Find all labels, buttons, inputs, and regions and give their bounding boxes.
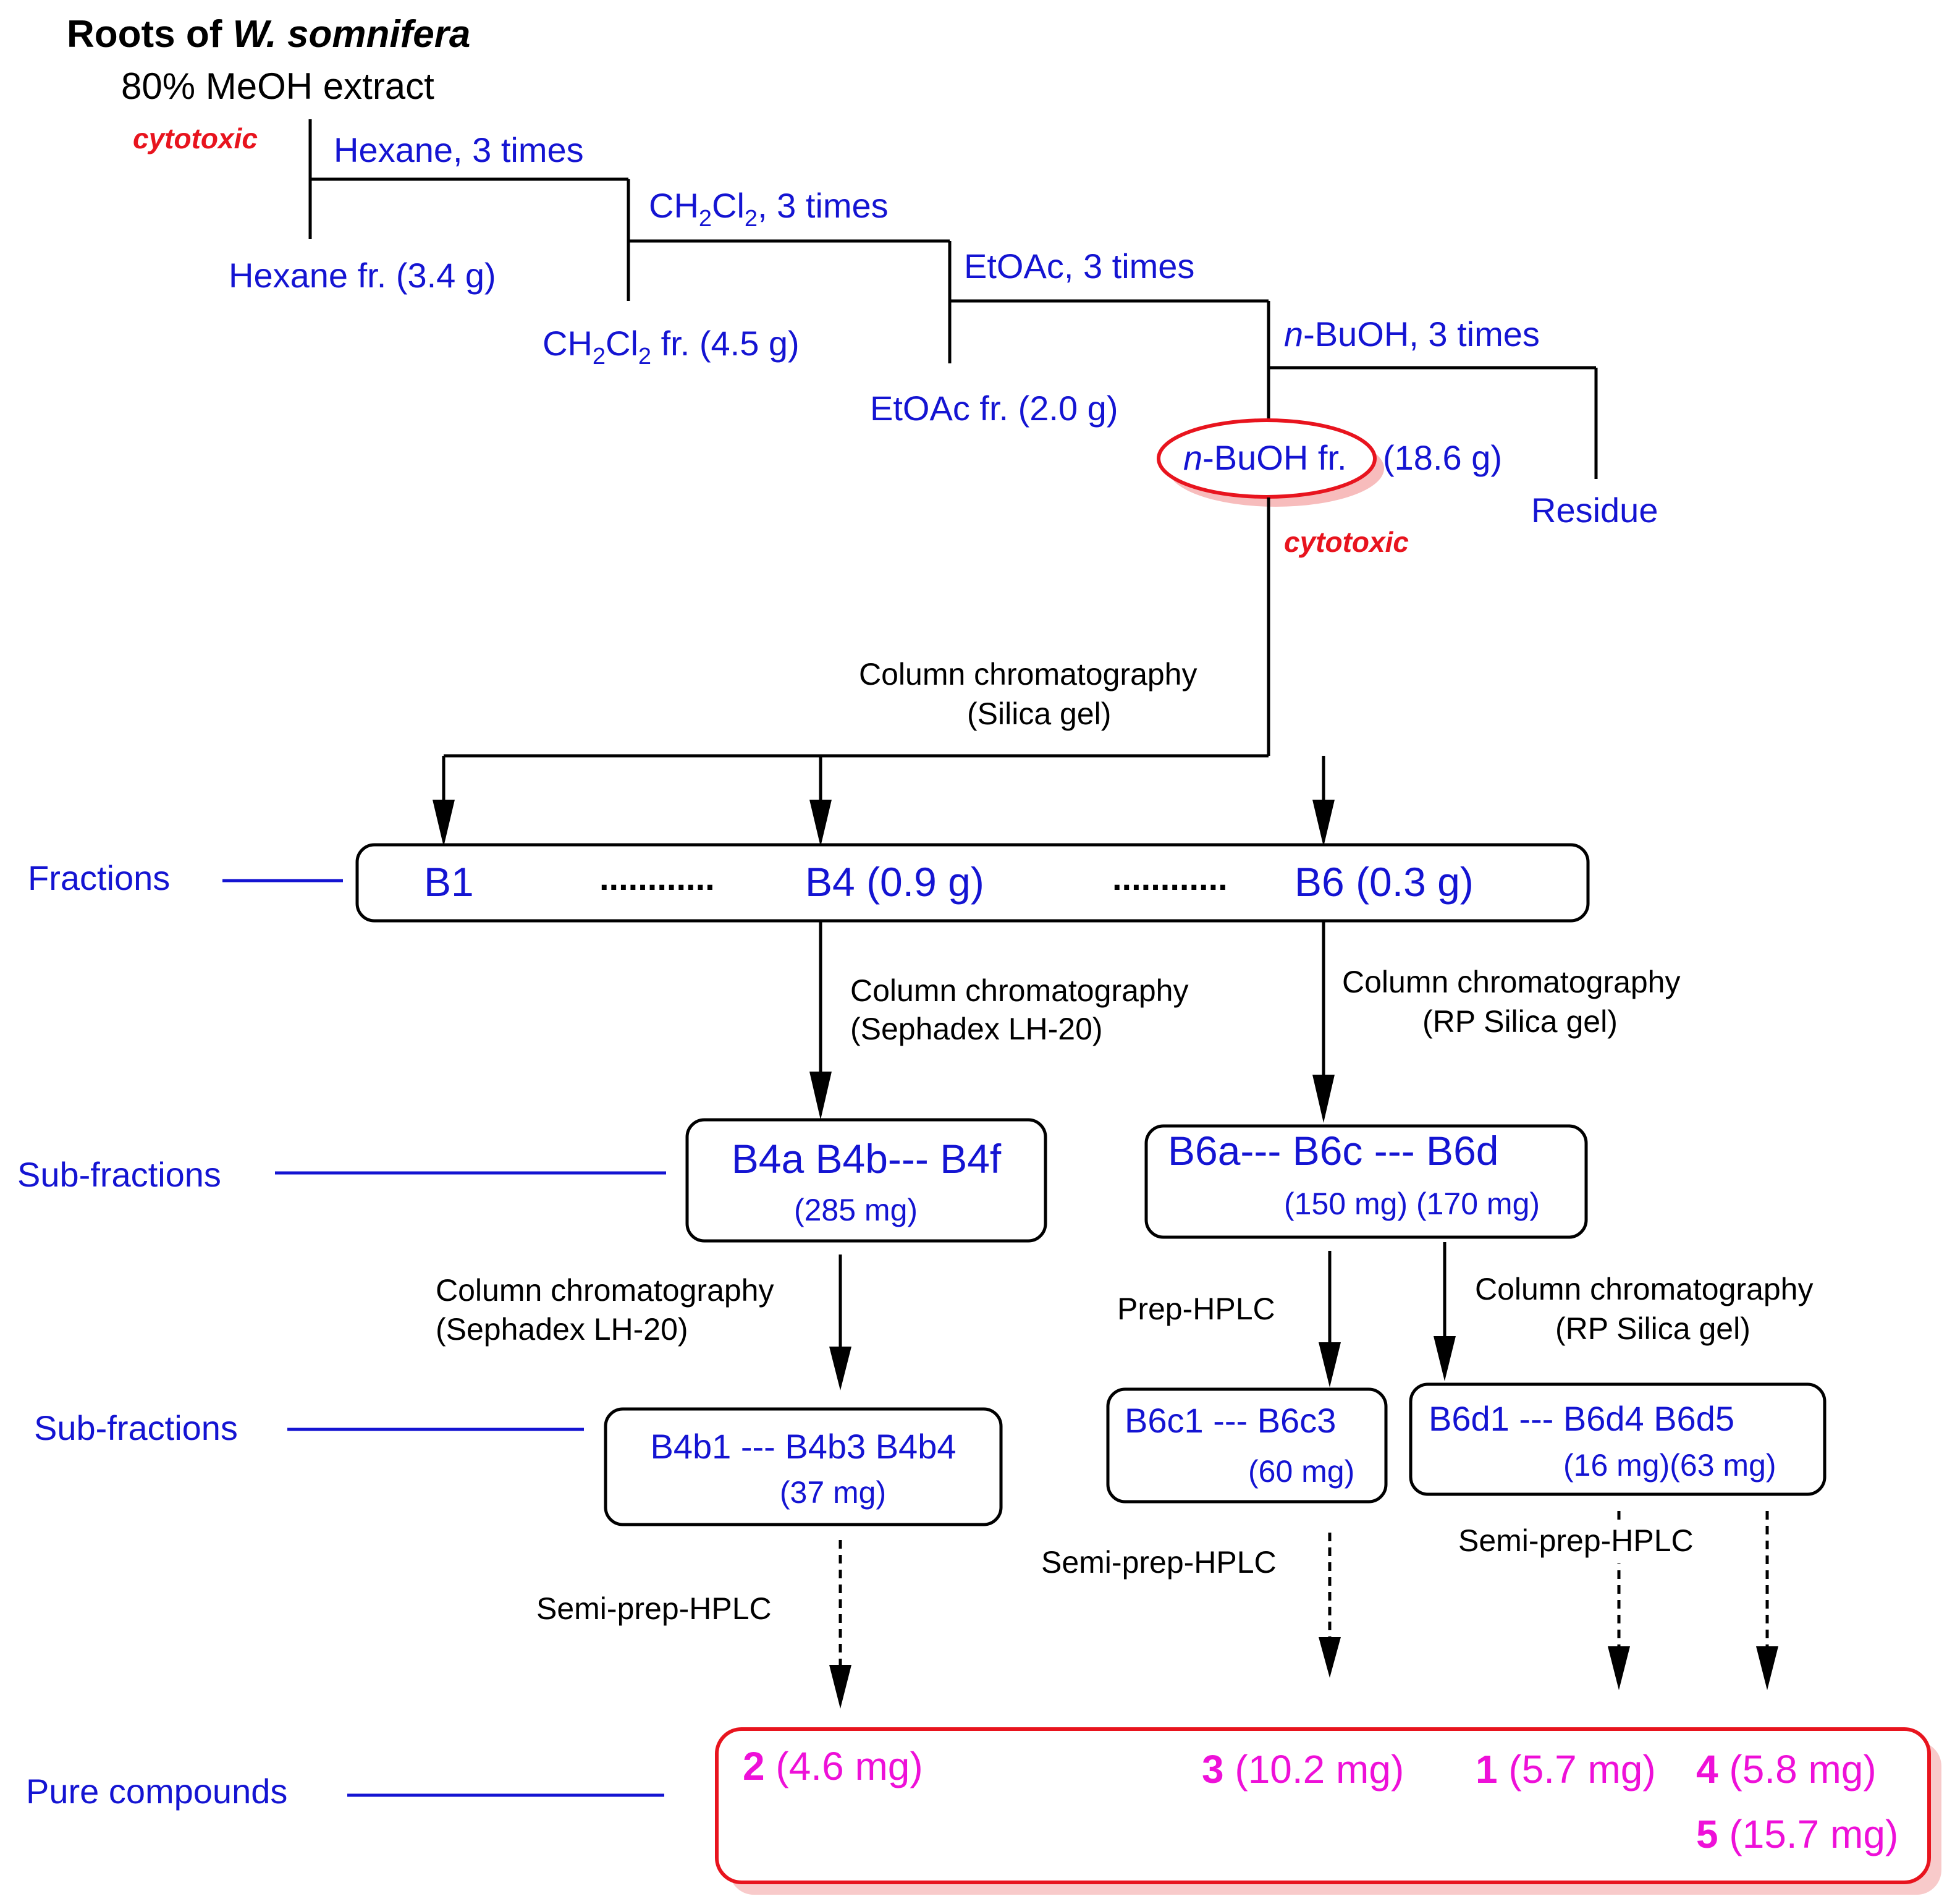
buoh-fraction: n-BuOH fr. — [1183, 438, 1347, 477]
ch2cl2-fraction: CH2Cl2 fr. (4.5 g) — [543, 324, 800, 370]
step-silica-line2: (Silica gel) — [967, 696, 1111, 731]
etoac-step: EtOAc, 3 times — [964, 247, 1194, 286]
compound-4: 4 (5.8 mg) — [1696, 1747, 1877, 1792]
fraction-dots-1: ............ — [599, 858, 715, 897]
arrow-b6 — [1312, 800, 1335, 847]
b6-subfractions-mass: (150 mg) (170 mg) — [1284, 1187, 1540, 1221]
fraction-b6: B6 (0.3 g) — [1294, 859, 1474, 905]
residue-fraction: Residue — [1531, 491, 1658, 530]
arrow-b4 — [809, 800, 832, 847]
step-rp-b-line1: Column chromatography — [1475, 1272, 1814, 1306]
step-lh20-b-line2: (Sephadex LH-20) — [436, 1312, 688, 1347]
b6c-subfractions: B6c1 --- B6c3 — [1125, 1401, 1336, 1440]
b4b-subfractions-box — [604, 1407, 1003, 1526]
b4b-subfractions-mass: (37 mg) — [780, 1475, 886, 1510]
extract-label: 80% MeOH extract — [121, 66, 434, 107]
compound-1: 1 (5.7 mg) — [1476, 1747, 1656, 1792]
arrow-b6c-sub — [1319, 1342, 1341, 1387]
arrow-b4b-sub — [829, 1347, 851, 1390]
step-semi-prep-3: Semi-prep-HPLC — [1458, 1523, 1694, 1558]
etoac-fraction: EtOAc fr. (2.0 g) — [870, 389, 1118, 428]
arrow-compound-2 — [829, 1665, 851, 1709]
b4-subfractions-mass: (285 mg) — [794, 1193, 918, 1227]
buoh-step: n-BuOH, 3 times — [1284, 315, 1540, 353]
highlight-ellipse — [1157, 418, 1377, 499]
step-silica-line1: Column chromatography — [859, 657, 1197, 692]
b6c-subfractions-box — [1106, 1387, 1388, 1504]
fractions-box — [355, 843, 1590, 923]
step-prep-hplc: Prep-HPLC — [1117, 1292, 1275, 1326]
ch2cl2-step: CH2Cl2, 3 times — [649, 186, 889, 232]
b4-subfractions-box — [685, 1118, 1047, 1243]
compound-5: 5 (15.7 mg) — [1696, 1812, 1898, 1856]
arrow-compound-4-5 — [1756, 1646, 1778, 1690]
b6c-subfractions-mass: (60 mg) — [1248, 1454, 1354, 1489]
hexane-fraction: Hexane fr. (3.4 g) — [229, 256, 496, 295]
cytotoxic-label-buoh: cytotoxic — [1284, 526, 1409, 558]
b4b-subfractions: B4b1 --- B4b3 B4b4 — [651, 1427, 957, 1466]
pure-compounds-box — [715, 1727, 1931, 1884]
step-lh20-a-line1: Column chromatography — [850, 973, 1189, 1008]
step-lh20-b-line1: Column chromatography — [436, 1273, 774, 1308]
buoh-fraction-mass: (18.6 g) — [1383, 438, 1502, 477]
title: Roots of W. somnifera — [67, 13, 470, 56]
partition-lines — [308, 119, 1598, 479]
fraction-b1: B1 — [424, 859, 474, 905]
b4-subfractions: B4a B4b--- B4f — [732, 1136, 1002, 1182]
arrow-b6d-sub — [1434, 1336, 1456, 1381]
arrow-compound-1 — [1608, 1646, 1630, 1690]
step-rp-a-line1: Column chromatography — [1342, 965, 1681, 999]
b6-subfractions: B6a--- B6c --- B6d — [1168, 1128, 1498, 1174]
b6d-subfractions: B6d1 --- B6d4 B6d5 — [1429, 1399, 1734, 1438]
row-label-subfractions-2: Sub-fractions — [34, 1408, 238, 1447]
arrow-b1 — [433, 800, 455, 847]
hexane-step: Hexane, 3 times — [334, 130, 584, 169]
arrow-b4-sub — [809, 1072, 832, 1120]
label-knockout — [1573, 1520, 1696, 1563]
b6d-subfractions-box — [1409, 1382, 1827, 1496]
fraction-dots-2: ............ — [1112, 858, 1228, 897]
b6d-subfractions-mass: (16 mg)(63 mg) — [1563, 1448, 1776, 1483]
arrow-compound-3 — [1319, 1637, 1341, 1678]
compound-3: 3 (10.2 mg) — [1202, 1747, 1404, 1792]
cytotoxic-label-top: cytotoxic — [133, 122, 258, 154]
step-rp-a-line2: (RP Silica gel) — [1422, 1004, 1618, 1039]
row-label-subfractions-1: Sub-fractions — [17, 1155, 221, 1194]
compound-2: 2 (4.6 mg) — [743, 1744, 923, 1788]
row-label-pure: Pure compounds — [26, 1772, 287, 1811]
arrow-b6-sub — [1312, 1075, 1335, 1123]
step-lh20-a-line2: (Sephadex LH-20) — [850, 1012, 1103, 1046]
fraction-b4: B4 (0.9 g) — [805, 859, 984, 905]
b6-subfractions-box — [1144, 1124, 1588, 1239]
step-semi-prep-1: Semi-prep-HPLC — [536, 1591, 772, 1626]
row-label-fractions: Fractions — [28, 858, 170, 897]
step-rp-b-line2: (RP Silica gel) — [1555, 1311, 1751, 1346]
step-semi-prep-2: Semi-prep-HPLC — [1041, 1545, 1277, 1580]
